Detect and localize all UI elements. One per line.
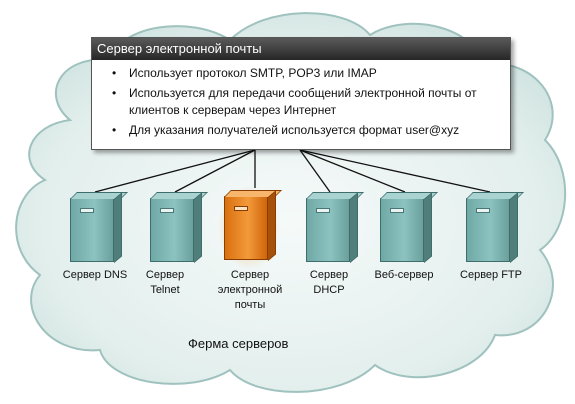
connection-line xyxy=(299,149,491,193)
label-line: почты xyxy=(234,299,266,311)
callout-title: Сервер электронной почты xyxy=(92,38,510,60)
email-server-callout: Сервер электронной почты Использует прот… xyxy=(91,37,511,150)
label-line: Сервер DNS xyxy=(62,269,128,281)
connection-line xyxy=(174,149,256,193)
telnet-server-icon xyxy=(150,192,208,263)
server-farm-label: Ферма серверов xyxy=(188,336,289,351)
label-line: электронной xyxy=(217,284,283,296)
callout-bullet: Используется для передачи сообщений элек… xyxy=(112,85,510,119)
label-line: Telnet xyxy=(150,284,180,296)
server-label-dhcp: Сервер DHCP xyxy=(284,268,374,298)
callout-bullet: Для указания получателей используется фо… xyxy=(112,122,510,139)
label-line: Сервер FTP xyxy=(460,269,522,281)
callout-bullet: Использует протокол SMTP, POP3 или IMAP xyxy=(112,65,510,82)
connection-lines xyxy=(94,149,491,193)
callout-bullet-list: Использует протокол SMTP, POP3 или IMAP … xyxy=(92,60,510,139)
server-label-ftp: Сервер FTP xyxy=(446,268,536,283)
ftp-server-icon xyxy=(466,192,524,263)
dns-server-icon xyxy=(70,192,128,263)
connection-line xyxy=(299,149,331,193)
label-line: Сервер xyxy=(145,269,185,281)
label-line: Веб-сервер xyxy=(374,269,434,281)
label-line: Сервер xyxy=(230,269,270,281)
connection-line xyxy=(299,149,406,193)
label-line: DHCP xyxy=(313,284,345,296)
label-line: Сервер xyxy=(309,269,349,281)
connection-line xyxy=(94,149,256,193)
server-label-web: Веб-сервер xyxy=(359,268,449,283)
server-label-telnet: Сервер Telnet xyxy=(120,268,210,298)
email-server-icon xyxy=(218,186,282,270)
server-label-dns: Сервер DNS xyxy=(50,268,140,283)
web-server-icon xyxy=(380,192,438,263)
dhcp-server-icon xyxy=(306,192,364,263)
server-label-email: Сервер электронной почты xyxy=(205,268,295,313)
